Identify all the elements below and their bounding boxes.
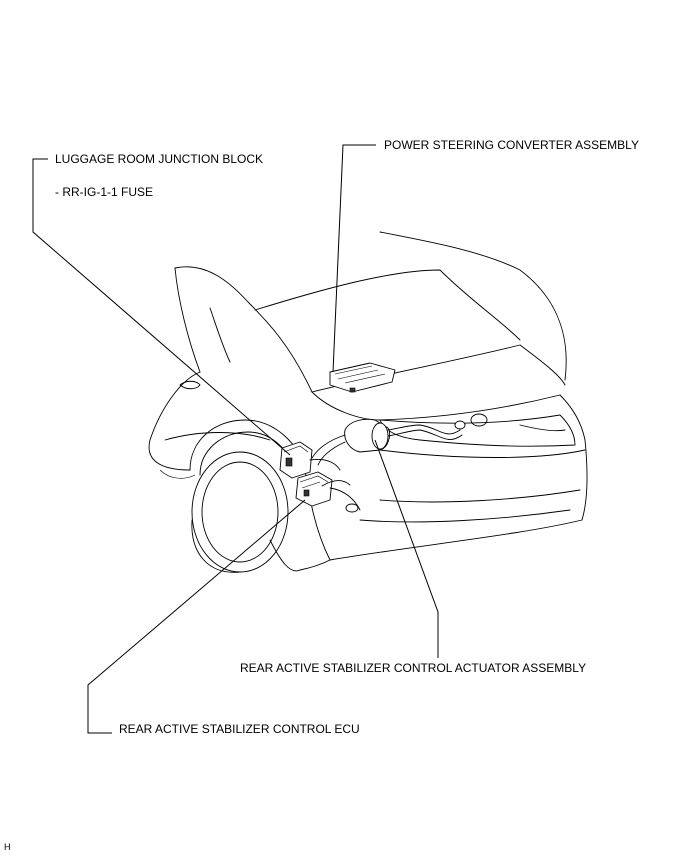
luggage-room-junction-block-part xyxy=(279,441,341,479)
power-steering-converter-part xyxy=(329,362,396,393)
car-body xyxy=(148,231,588,573)
label-power-steering-converter: POWER STEERING CONVERTER ASSEMBLY xyxy=(384,138,639,152)
label-rear-ecu: REAR ACTIVE STABILIZER CONTROL ECU xyxy=(119,722,360,736)
leader-lines xyxy=(32,144,439,734)
label-luggage-room-junction-block: LUGGAGE ROOM JUNCTION BLOCK xyxy=(55,152,264,166)
rear-ecu-part xyxy=(295,471,361,513)
corner-mark: H xyxy=(4,842,11,852)
label-rear-actuator: REAR ACTIVE STABILIZER CONTROL ACTUATOR … xyxy=(240,661,587,675)
label-fuse: - RR-IG-1-1 FUSE xyxy=(55,185,154,199)
